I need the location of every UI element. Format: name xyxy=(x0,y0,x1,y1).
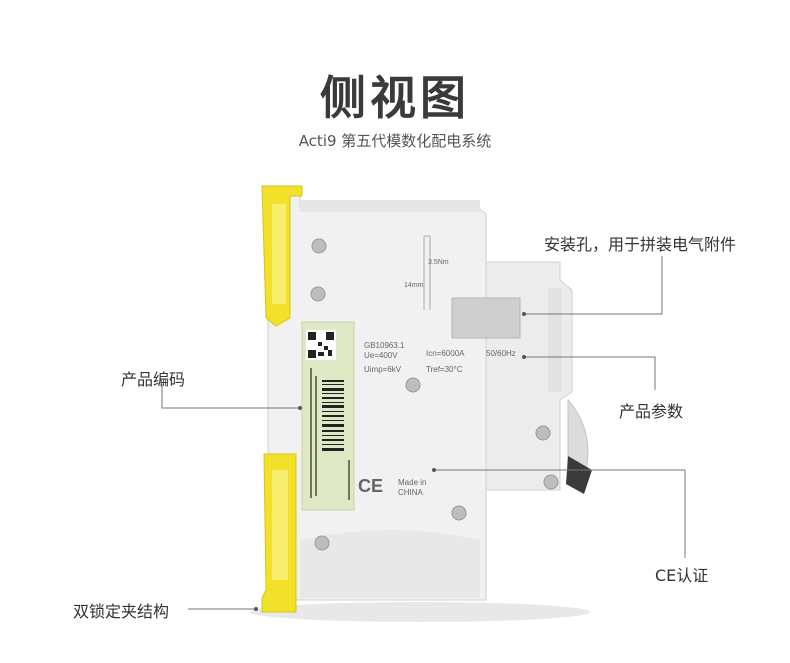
torque-value: 3.5Nm xyxy=(428,259,449,266)
callout-double-lock: 双锁定夹结构 xyxy=(73,602,170,621)
icn-text: Icn=6000A xyxy=(426,349,465,358)
barcode xyxy=(322,380,344,451)
page-subtitle: Acti9 第五代模数化配电系统 xyxy=(298,132,492,150)
leader-product-code xyxy=(161,384,300,409)
device-shadow xyxy=(250,602,590,622)
top-lock-clip-highlight xyxy=(272,204,286,304)
leader-ce xyxy=(434,469,686,558)
accessory-mounting-hole xyxy=(451,297,521,339)
leader-lines xyxy=(161,256,686,610)
callout-install-hole: 安装孔，用于拼装电气附件 xyxy=(544,235,737,254)
leader-params xyxy=(524,356,656,390)
toggle-lever xyxy=(566,456,592,494)
callout-product-code: 产品编码 xyxy=(121,370,186,389)
bottom-lock-clip-highlight xyxy=(272,470,288,580)
top-cap xyxy=(300,200,480,212)
qr-code xyxy=(306,330,336,360)
callout-ce-cert: CE认证 xyxy=(655,566,709,585)
leader-dots xyxy=(254,312,526,611)
made-in-line1: Made in xyxy=(398,478,426,487)
label-text-lines xyxy=(310,368,350,500)
ce-mark: CE xyxy=(358,476,383,496)
bottom-terminal-area xyxy=(300,530,480,598)
frequency-text: 50/60Hz xyxy=(486,349,516,358)
ue-text: Ue=400V xyxy=(364,351,398,360)
made-in-line2: CHINA xyxy=(398,488,424,497)
torque-diagram xyxy=(423,235,431,310)
page-title: 侧视图 xyxy=(320,71,470,125)
leader-install-hole xyxy=(524,256,663,315)
callout-product-params: 产品参数 xyxy=(619,402,684,421)
tref-text: Tref=30°C xyxy=(426,365,463,374)
strip-length-value: 14mm xyxy=(404,282,424,289)
standard-text: GB10963.1 xyxy=(364,341,405,350)
uimp-text: Uimp=6kV xyxy=(364,365,402,374)
screws xyxy=(310,238,559,551)
right-body-rail xyxy=(548,288,562,392)
